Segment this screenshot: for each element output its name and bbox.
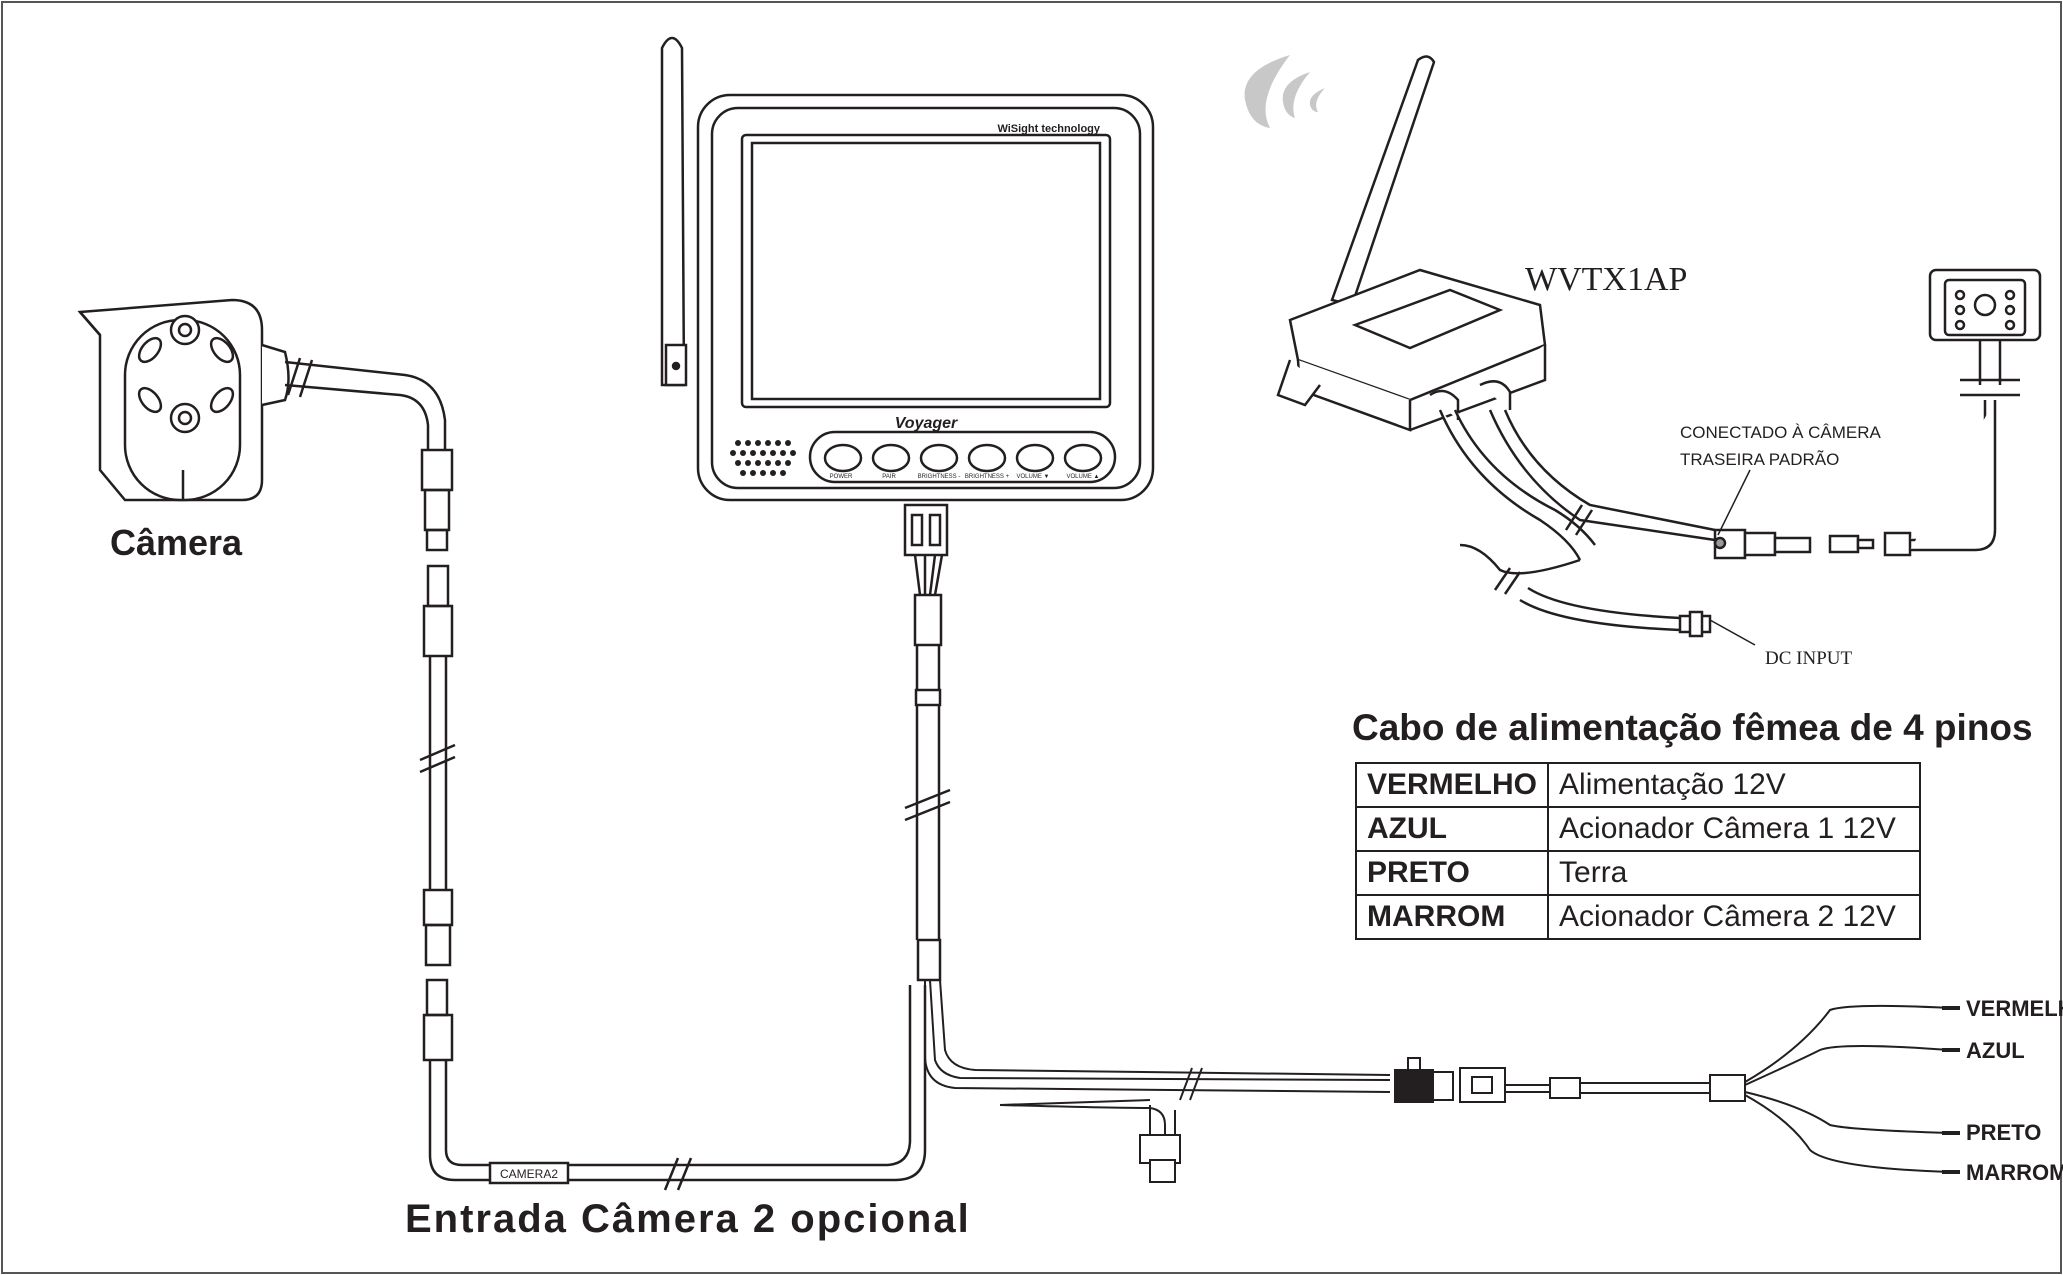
callout-leaders [1709,469,1756,646]
power-label: POWER [830,474,853,480]
wireless-transmitter [1276,55,2020,638]
camera2-tag-text: CAMERA2 [500,1167,558,1181]
pair-label: PAIR [882,474,896,480]
pin-function: Acionador Câmera 2 12V [1547,894,1922,940]
monitor-button-labels: POWER PAIR BRIGHTNESS - BRIGHTNESS + VOL… [830,474,1100,480]
table-row: PRETO Terra [1354,850,1922,896]
table-row: MARROM Acionador Câmera 2 12V [1354,894,1922,940]
wireless-signal-icon [1244,55,1325,128]
pin-function: Terra [1547,850,1922,896]
brightness-minus-label: BRIGHTNESS - [918,474,961,480]
wire-label-brown: MARROM [1966,1160,2063,1185]
pin-color: VERMELHO [1354,762,1550,808]
power-harness [924,979,1960,1183]
pin-function: Alimentação 12V [1547,762,1922,808]
camera-label: Câmera [110,522,243,563]
monitor-logo: WiSight technology [997,123,1100,135]
wire-labels: VERMELHO AZUL PRETO MARROM [1966,996,2063,1185]
pin-function: Acionador Câmera 1 12V [1547,806,1922,852]
pin-color: PRETO [1354,850,1550,896]
pin-color: AZUL [1354,806,1550,852]
volume-up-label: VOLUME ▲ [1067,474,1100,480]
connected-line1: CONECTADO À CÂMERA [1680,423,1882,442]
camera-cable [284,357,927,1191]
transmitter-model: WVTX1AP [1525,261,1687,298]
rear-camera [1928,268,2042,342]
pin-table-title: Cabo de alimentação fêmea de 4 pinos [1352,707,2033,748]
side-camera [77,298,290,502]
monitor-brand: Voyager [895,415,958,432]
pin-table: VERMELHO Alimentação 12V AZUL Acionador … [1354,762,1922,940]
camera2-input-label: Entrada Câmera 2 opcional [405,1197,971,1241]
monitor [660,36,1155,982]
wire-label-blue: AZUL [1966,1038,2025,1063]
dc-input-label: DC INPUT [1765,648,1852,669]
table-row: VERMELHO Alimentação 12V [1354,762,1922,808]
wire-label-red: VERMELHO [1966,996,2063,1021]
connected-line2: TRASEIRA PADRÃO [1680,450,1839,469]
pin-color: MARROM [1354,894,1550,940]
table-row: AZUL Acionador Câmera 1 12V [1354,806,1922,852]
volume-down-label: VOLUME ▼ [1017,474,1050,480]
brightness-plus-label: BRIGHTNESS + [965,474,1010,480]
wire-label-black: PRETO [1966,1120,2041,1145]
